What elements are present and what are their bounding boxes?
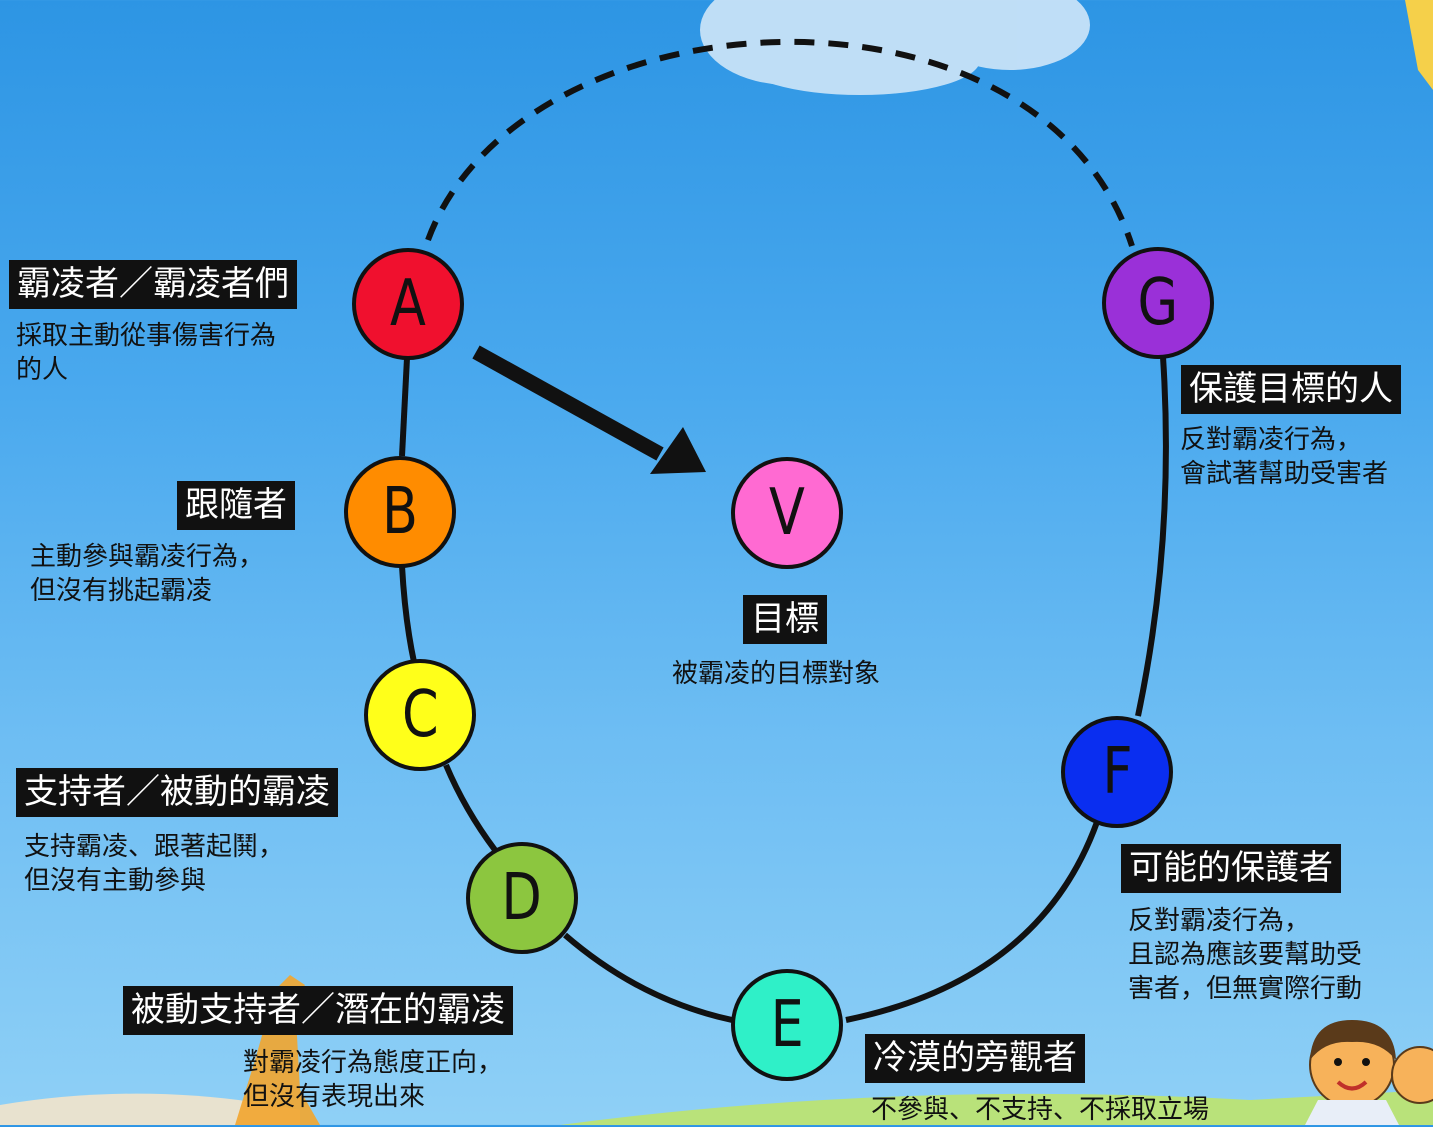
corner-decoration bbox=[1405, 0, 1433, 90]
node-v-letter: V bbox=[769, 476, 805, 550]
cloud-decoration bbox=[700, 0, 1090, 95]
line-e-f bbox=[845, 820, 1100, 1023]
node-d: D bbox=[466, 842, 578, 954]
arrow-a-to-v bbox=[472, 345, 664, 461]
grass-decoration bbox=[560, 1090, 1433, 1125]
role-b-description: 主動參與霸凌行為， 但沒有挑起霸凌 bbox=[30, 542, 265, 606]
role-e-title: 冷漠的旁觀者 bbox=[865, 1034, 1085, 1083]
role-d-description: 對霸凌行為態度正向， 但沒有表現出來 bbox=[243, 1048, 504, 1112]
giraffe-decoration bbox=[235, 975, 320, 1125]
arrowhead-icon bbox=[650, 427, 706, 474]
role-f-title: 可能的保護者 bbox=[1121, 844, 1341, 893]
node-e-letter: E bbox=[770, 988, 804, 1062]
node-g-letter: G bbox=[1137, 266, 1179, 340]
role-c-title: 支持者／被動的霸凌 bbox=[16, 768, 338, 817]
line-d-e bbox=[563, 932, 733, 1023]
node-a-letter: A bbox=[390, 267, 426, 341]
role-g-description: 反對霸凌行為， 會試著幫助受害者 bbox=[1180, 425, 1389, 489]
node-d-letter: D bbox=[501, 861, 543, 935]
node-a: A bbox=[352, 248, 464, 360]
node-e: E bbox=[731, 969, 843, 1081]
role-c-description: 支持霸凌、跟著起鬨， 但沒有主動參與 bbox=[24, 832, 285, 896]
dashed-arc-a-to-g bbox=[425, 38, 1135, 247]
node-b: B bbox=[344, 456, 456, 568]
node-g: G bbox=[1102, 247, 1214, 359]
role-a-description: 採取主動從事傷害行為 的人 bbox=[16, 321, 277, 385]
node-v-target: V bbox=[731, 457, 843, 569]
role-v-title: 目標 bbox=[743, 595, 827, 644]
node-c-letter: C bbox=[401, 678, 439, 752]
role-e-description: 不參與、不支持、不採取立場 bbox=[871, 1095, 1210, 1125]
role-d-title: 被動支持者／潛在的霸凌 bbox=[123, 986, 513, 1035]
line-a-b bbox=[399, 357, 410, 457]
role-g-title: 保護目標的人 bbox=[1181, 365, 1401, 414]
node-f: F bbox=[1061, 716, 1173, 828]
node-b-letter: B bbox=[381, 475, 419, 549]
role-v-description: 被霸凌的目標對象 bbox=[672, 659, 881, 689]
node-c: C bbox=[364, 659, 476, 771]
node-f-letter: F bbox=[1101, 735, 1133, 809]
line-b-c bbox=[399, 565, 417, 663]
ground-decoration bbox=[0, 1093, 300, 1125]
role-a-title: 霸凌者／霸凌者們 bbox=[9, 260, 297, 309]
line-c-d bbox=[443, 763, 498, 852]
line-f-g bbox=[1135, 356, 1169, 717]
role-f-description: 反對霸凌行為， 且認為應該要幫助受 害者，但無實際行動 bbox=[1128, 906, 1363, 1004]
child-figure-decoration bbox=[1305, 1020, 1433, 1125]
role-b-title: 跟隨者 bbox=[177, 481, 295, 530]
